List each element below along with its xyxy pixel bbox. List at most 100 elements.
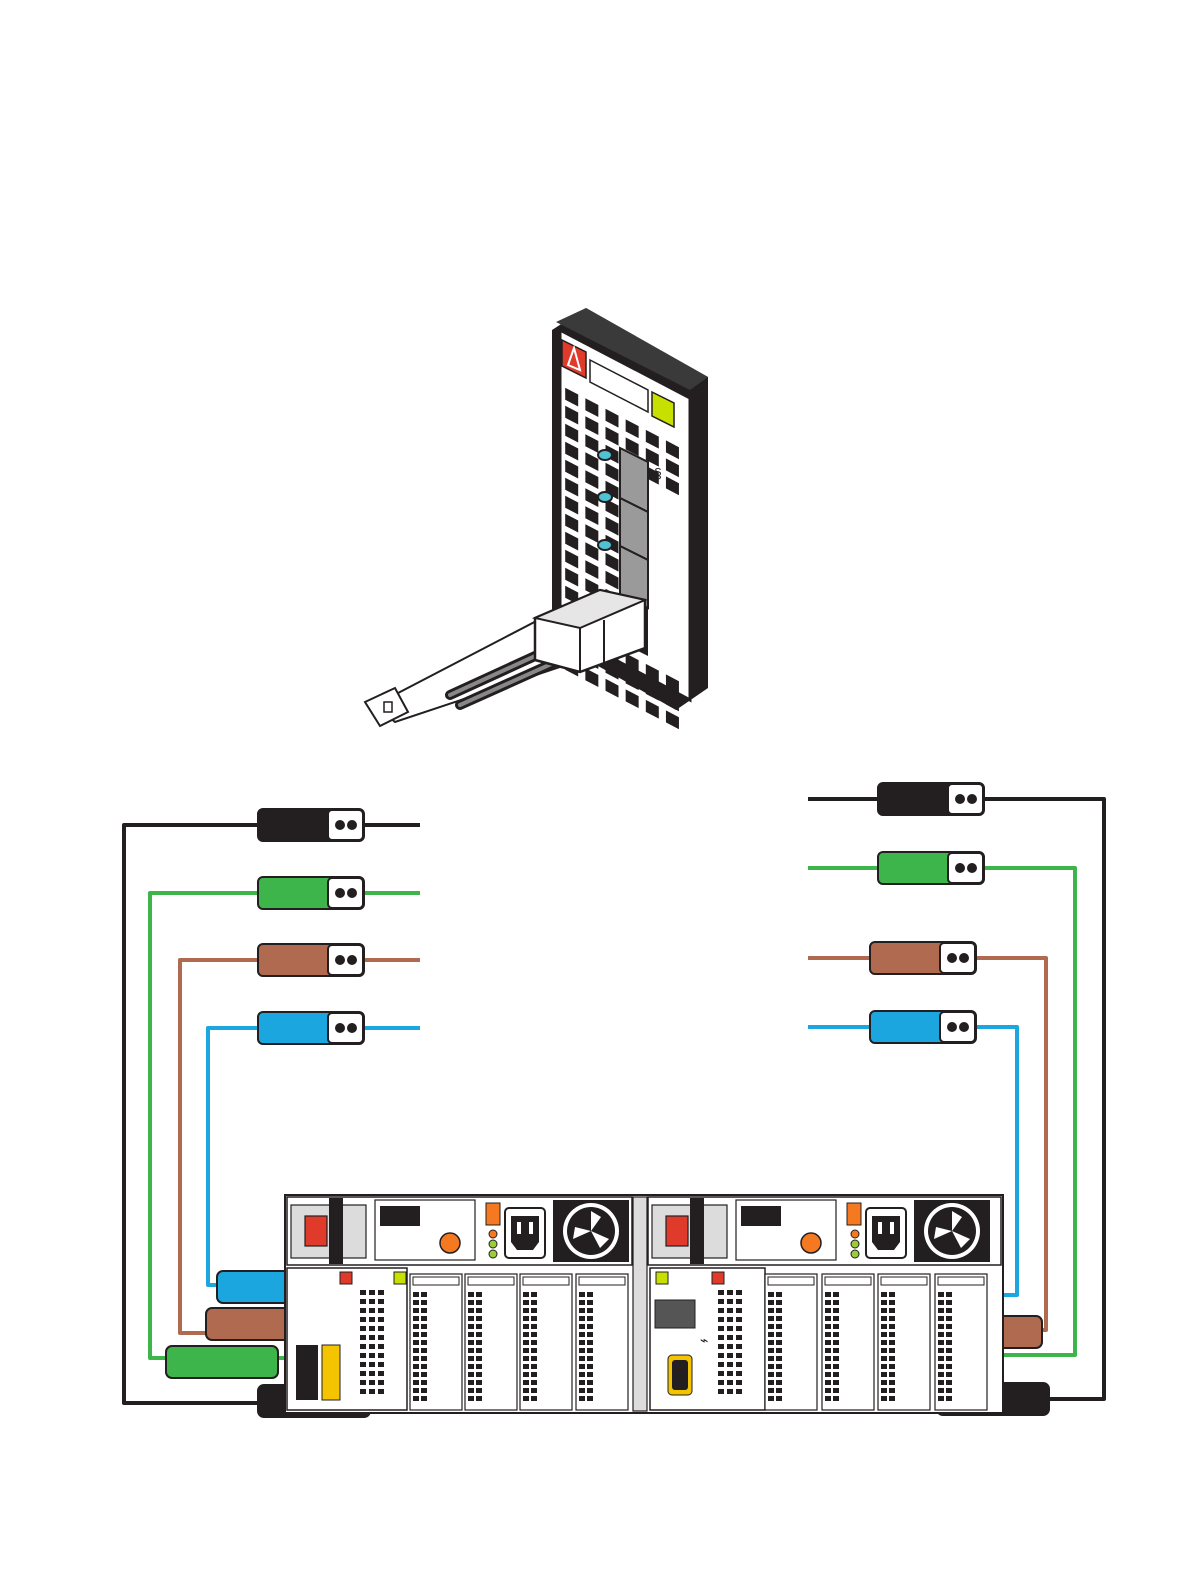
drive-bay-vent bbox=[476, 1364, 482, 1369]
drive-bay-vent bbox=[881, 1300, 887, 1305]
connector-head bbox=[940, 943, 975, 973]
controller-vent bbox=[727, 1371, 733, 1376]
drive-bay-vent bbox=[825, 1388, 831, 1393]
drive-bay-vent bbox=[476, 1388, 482, 1393]
drive-bay-vent bbox=[825, 1332, 831, 1337]
power-supply-left bbox=[287, 1197, 632, 1265]
drive-bay-vent bbox=[833, 1396, 839, 1401]
connector-left-brown bbox=[258, 944, 364, 976]
drive-bay-vent bbox=[476, 1332, 482, 1337]
drive-bay-vent bbox=[825, 1324, 831, 1329]
drive-bay-vent bbox=[938, 1340, 944, 1345]
controller-vent bbox=[736, 1371, 742, 1376]
enclosure-rear-view: ⌁ bbox=[285, 1195, 1003, 1413]
controller-vent bbox=[378, 1362, 384, 1367]
controller-vent bbox=[369, 1380, 375, 1385]
drive-bay-vent bbox=[531, 1372, 537, 1377]
drive-bay-vent bbox=[587, 1324, 593, 1329]
drive-bay-vent bbox=[587, 1388, 593, 1393]
drive-bay-vent bbox=[531, 1308, 537, 1313]
drive-bay-vent bbox=[889, 1340, 895, 1345]
drive-bay-vent bbox=[889, 1380, 895, 1385]
port-icon-glyph: § bbox=[654, 465, 662, 481]
connector-pin bbox=[335, 820, 345, 830]
drive-bay-vent bbox=[881, 1348, 887, 1353]
drive-bay-vent bbox=[587, 1332, 593, 1337]
drive-bay-vent bbox=[413, 1300, 419, 1305]
drive-bay-vent bbox=[413, 1332, 419, 1337]
drive-bay-vent bbox=[468, 1308, 474, 1313]
drive-bay-vent bbox=[421, 1332, 427, 1337]
drive-bay-vent bbox=[587, 1396, 593, 1401]
port-led-1 bbox=[598, 450, 612, 460]
connector-pin bbox=[347, 820, 357, 830]
controller-vent bbox=[369, 1353, 375, 1358]
drive-bay-vent bbox=[881, 1356, 887, 1361]
drive-bay-vent bbox=[587, 1348, 593, 1353]
drive-bay-vent bbox=[476, 1316, 482, 1321]
drive-bay-vent bbox=[889, 1364, 895, 1369]
controller-vent bbox=[736, 1389, 742, 1394]
controller-vent bbox=[360, 1371, 366, 1376]
drive-bay-vent bbox=[833, 1300, 839, 1305]
connector-pin bbox=[347, 1023, 357, 1033]
drive-bay-vent bbox=[413, 1388, 419, 1393]
drive-bay-vent bbox=[776, 1332, 782, 1337]
drive-bay-vent bbox=[889, 1396, 895, 1401]
drive-bay-vent bbox=[833, 1380, 839, 1385]
drive-bay-vent bbox=[579, 1364, 585, 1369]
drive-bay-vent bbox=[468, 1380, 474, 1385]
drive-bay-vent bbox=[889, 1316, 895, 1321]
controller-vent bbox=[727, 1335, 733, 1340]
drive-bay-vent bbox=[468, 1316, 474, 1321]
controller-vent bbox=[727, 1299, 733, 1304]
drive-bay-vent bbox=[523, 1308, 529, 1313]
connector-pin bbox=[947, 1022, 957, 1032]
drive-bay-vent bbox=[776, 1348, 782, 1353]
controller-vent bbox=[727, 1290, 733, 1295]
drive-bay-vent bbox=[413, 1348, 419, 1353]
controller-vent bbox=[378, 1380, 384, 1385]
connector-pin bbox=[347, 955, 357, 965]
vent-block bbox=[666, 710, 679, 729]
drive-bay-vent bbox=[476, 1372, 482, 1377]
drive-bay-vent bbox=[579, 1380, 585, 1385]
drive-bay-vent bbox=[776, 1300, 782, 1305]
drive-bay-vent bbox=[881, 1316, 887, 1321]
connector-left-green bbox=[258, 877, 364, 909]
drive-bay-vent bbox=[768, 1388, 774, 1393]
connector-pin bbox=[947, 953, 957, 963]
drive-bay-vent bbox=[468, 1356, 474, 1361]
drive-bay-vent bbox=[523, 1292, 529, 1297]
drive-bay-vent bbox=[531, 1356, 537, 1361]
usb-icon: ⌁ bbox=[700, 1333, 708, 1349]
drive-bay-vent bbox=[768, 1300, 774, 1305]
drive-bay-vent bbox=[946, 1356, 952, 1361]
drive-bay-vent bbox=[468, 1324, 474, 1329]
drive-bay-vent bbox=[579, 1372, 585, 1377]
drive-bay-vent bbox=[531, 1332, 537, 1337]
drive-bay-vent bbox=[579, 1348, 585, 1353]
drive-bay-vent bbox=[889, 1300, 895, 1305]
controller-vent bbox=[736, 1299, 742, 1304]
vent-block bbox=[626, 689, 639, 708]
drive-bay-vent bbox=[776, 1308, 782, 1313]
drive-bay-vent bbox=[421, 1316, 427, 1321]
drive-bay-vent bbox=[881, 1308, 887, 1313]
controller-vent bbox=[360, 1353, 366, 1358]
drive-bay-vent bbox=[579, 1340, 585, 1345]
plug-left-green bbox=[166, 1346, 278, 1378]
drive-bay-vent bbox=[587, 1300, 593, 1305]
controller-vent bbox=[369, 1299, 375, 1304]
controller-vent bbox=[360, 1380, 366, 1385]
controller-vent bbox=[360, 1335, 366, 1340]
drive-bay-vent bbox=[523, 1380, 529, 1385]
connector-head bbox=[328, 1013, 363, 1043]
controller-vent bbox=[378, 1371, 384, 1376]
drive-bay-vent bbox=[825, 1340, 831, 1345]
vent-block bbox=[606, 679, 619, 698]
controller-vent bbox=[360, 1308, 366, 1313]
drive-bay-vent bbox=[523, 1300, 529, 1305]
drive-bay-vent bbox=[776, 1364, 782, 1369]
drive-bay-vent bbox=[579, 1396, 585, 1401]
